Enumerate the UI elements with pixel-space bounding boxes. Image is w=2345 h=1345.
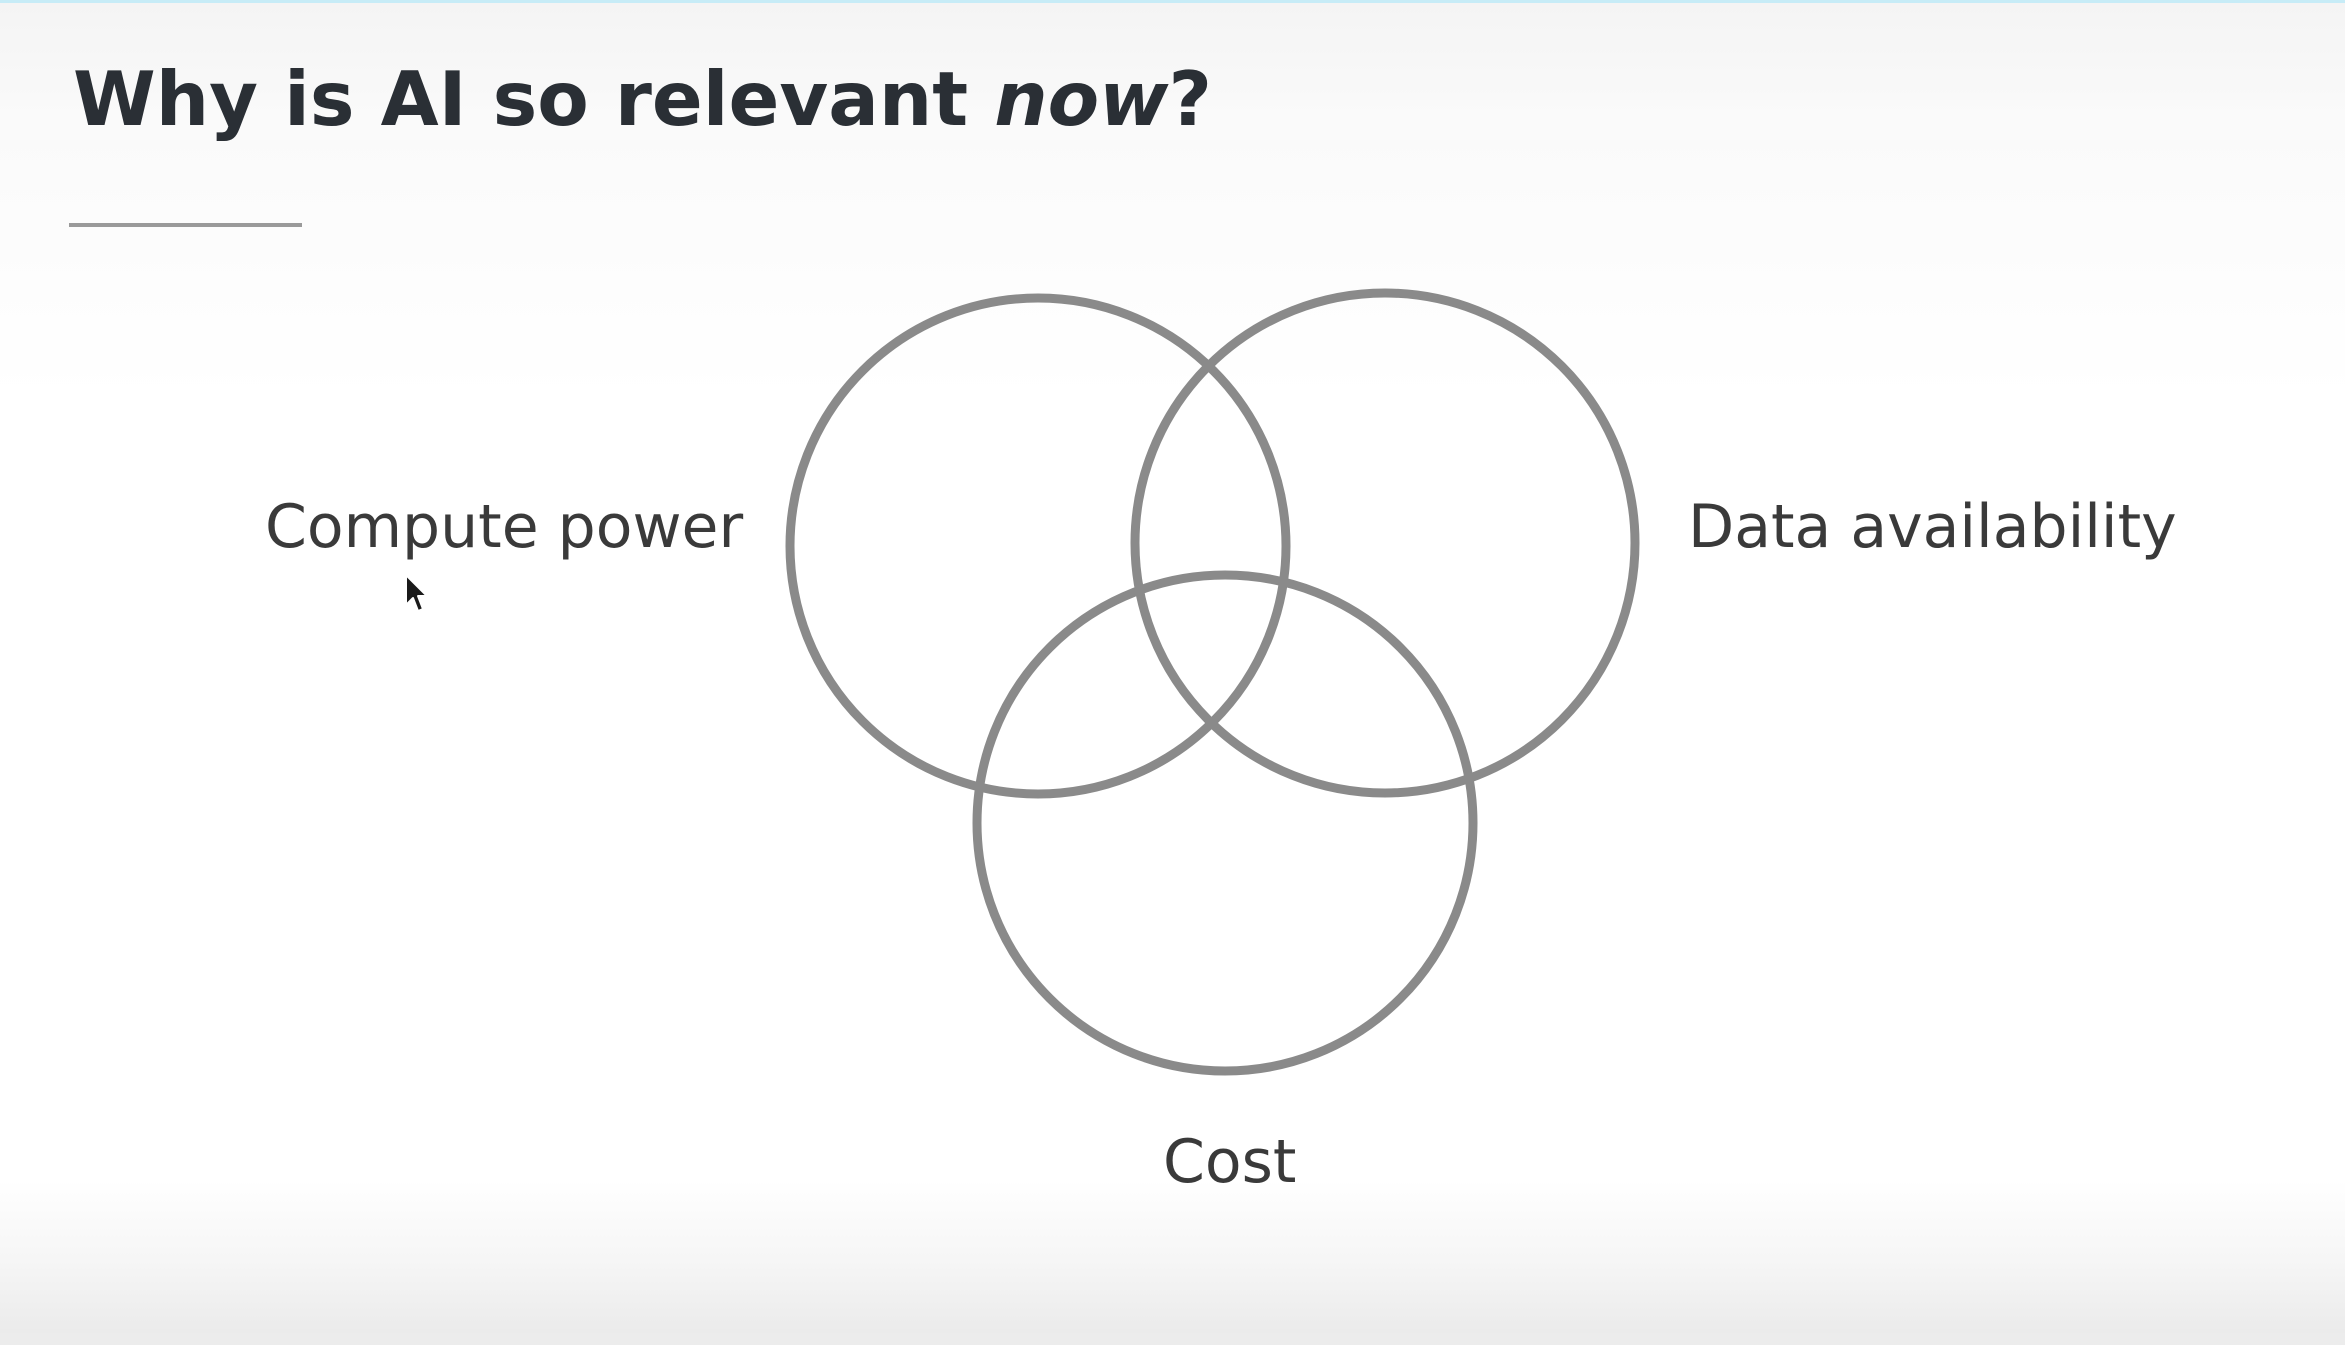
title-main: Why is AI so relevant xyxy=(73,55,995,143)
venn-label-compute-power: Compute power xyxy=(265,492,744,562)
bottom-band xyxy=(0,1333,2345,1345)
venn-label-data-availability: Data availability xyxy=(1688,492,2177,562)
title-emphasis: now xyxy=(994,55,1169,143)
top-accent-line xyxy=(0,0,2345,3)
arrow-pointer-icon xyxy=(405,574,428,612)
title-underline xyxy=(69,223,302,227)
venn-circle-cost xyxy=(972,570,1478,1076)
venn-label-cost: Cost xyxy=(1163,1127,1297,1197)
slide-title: Why is AI so relevant now? xyxy=(73,62,1212,137)
title-end: ? xyxy=(1168,55,1212,143)
venn-circle-compute-power xyxy=(785,293,1291,799)
venn-circle-data-availability xyxy=(1130,288,1640,798)
